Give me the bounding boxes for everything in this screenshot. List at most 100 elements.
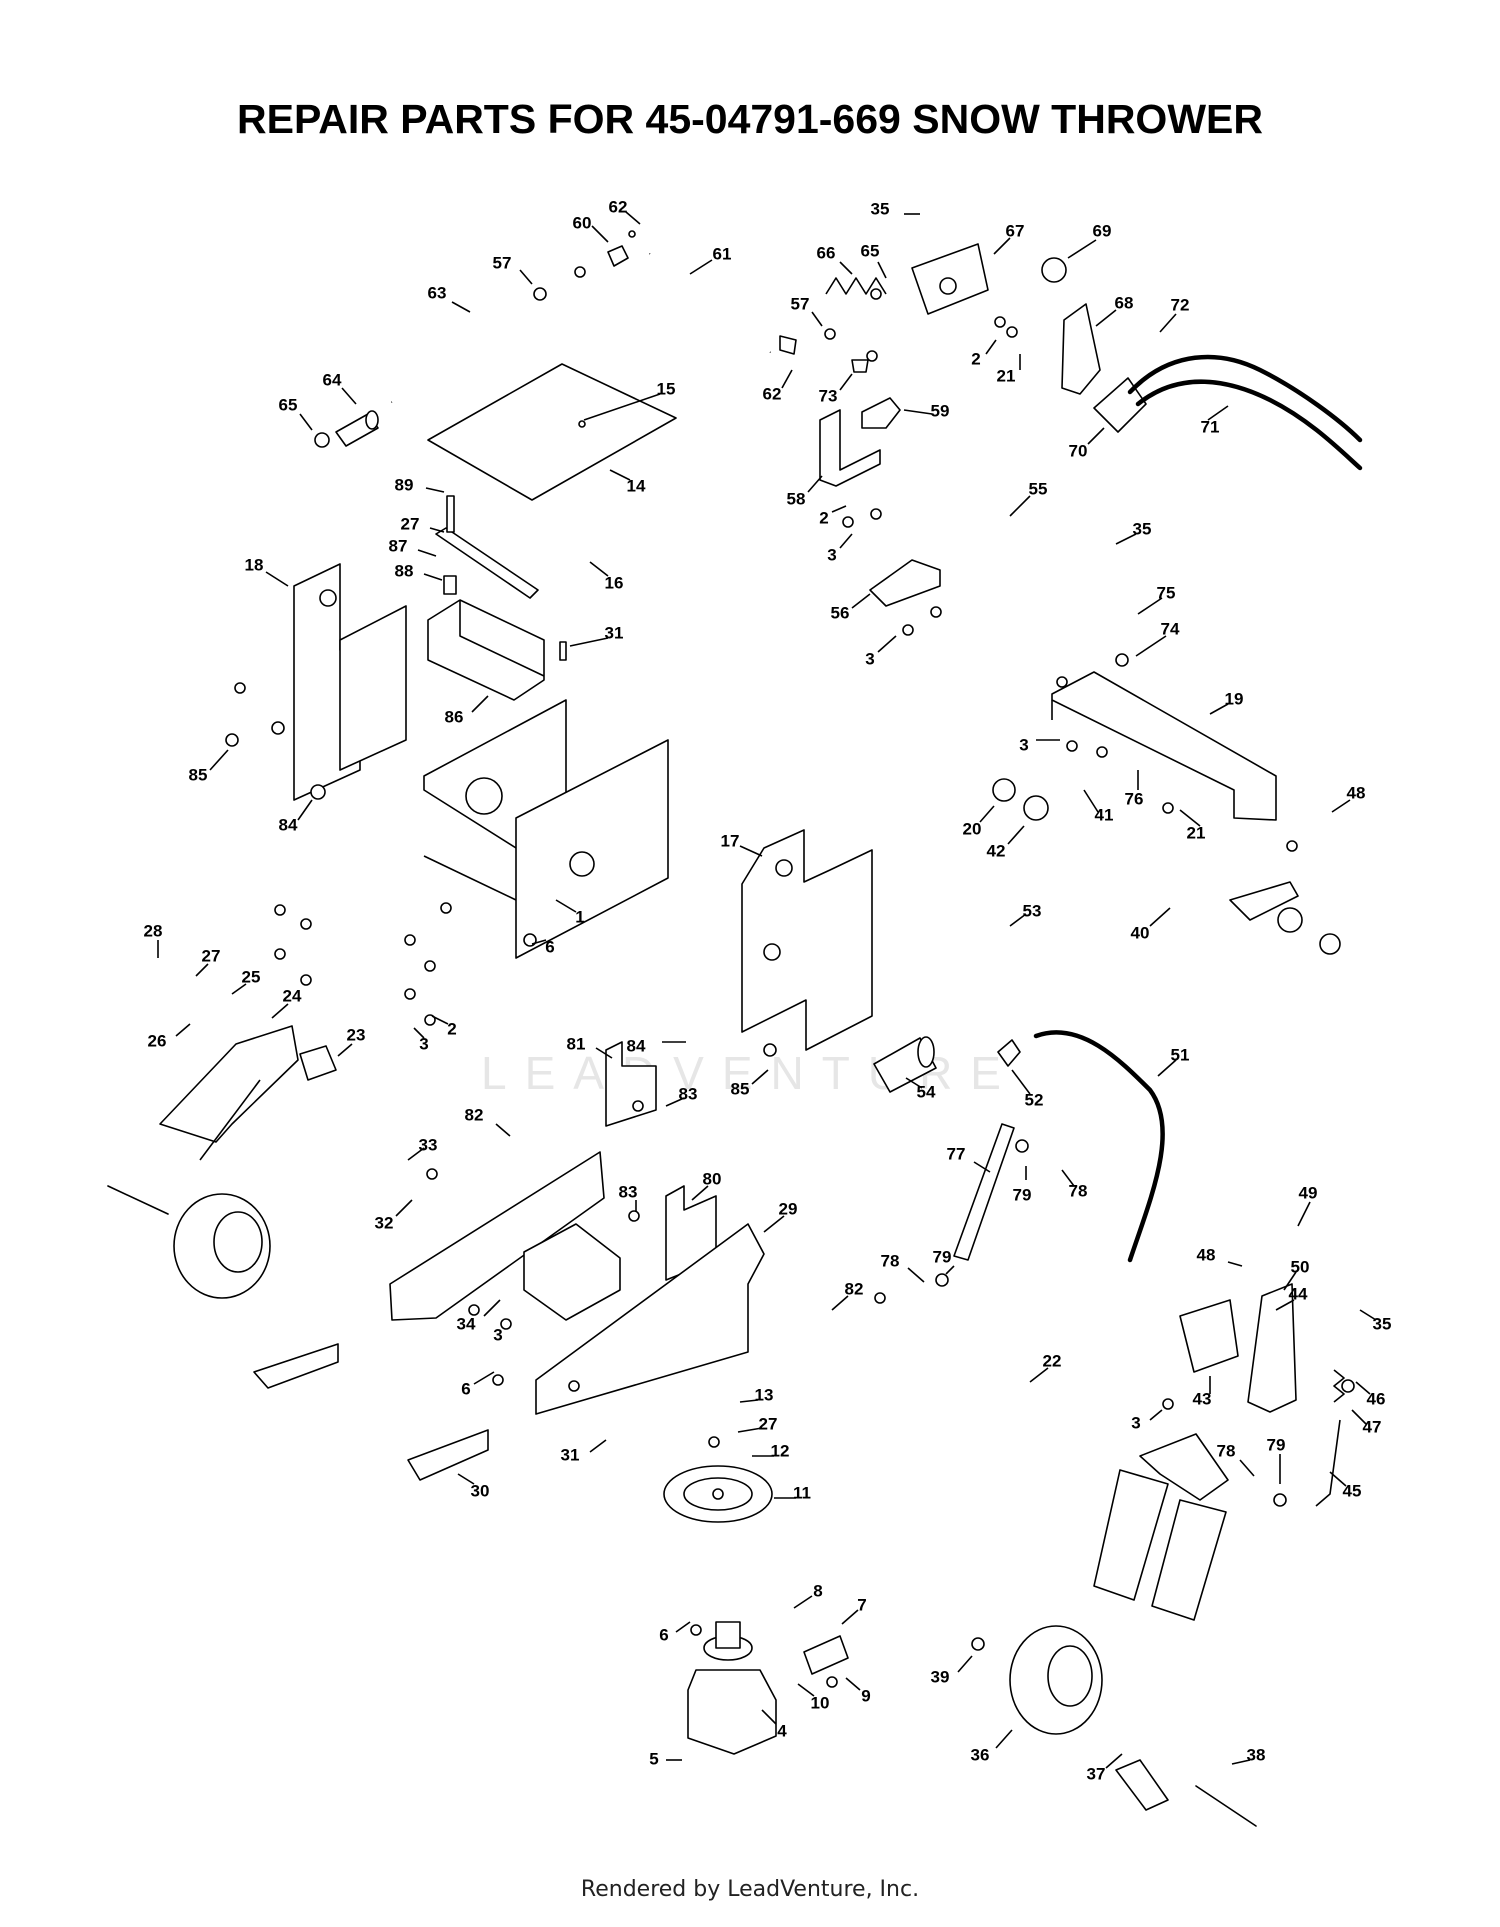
callout-c76: 76 [1125,789,1144,808]
part-62-clip [779,335,797,355]
callout-c82b: 82 [845,1279,864,1298]
part-85-nut-2 [763,1043,777,1057]
part-wheel-left [173,1193,271,1299]
callout-c78a: 78 [1069,1181,1088,1200]
callout-c42: 42 [987,841,1006,860]
callout-c27a: 27 [401,514,420,533]
callout-c67: 67 [1006,221,1025,240]
page-title: REPAIR PARTS FOR 45-04791-669 SNOW THROW… [237,96,1263,142]
part-52-lever [997,1039,1021,1067]
callout-c7: 7 [857,1595,866,1614]
part-60-62-fittings [574,230,636,278]
callout-c35a: 35 [871,199,890,218]
callout-c48a: 48 [1347,783,1366,802]
part-31-bolt [559,641,567,661]
callout-c52: 52 [1025,1090,1044,1109]
callout-c8: 8 [813,1581,822,1600]
part-47-spring [1333,1369,1345,1403]
callout-c71: 71 [1201,417,1220,436]
part-77-link [953,1123,1015,1261]
callout-c70: 70 [1069,441,1088,460]
callout-c78b: 78 [881,1251,900,1270]
callout-c88: 88 [395,561,414,580]
callout-c82a: 82 [465,1105,484,1124]
part-89-bolt [446,495,455,533]
callout-c11: 11 [793,1483,811,1502]
part-20-washer [992,778,1016,802]
callout-c57a: 57 [493,253,512,272]
callout-c31b: 31 [561,1445,580,1464]
callout-c65a: 65 [279,395,298,414]
callout-c20: 20 [963,819,982,838]
part-19-crossmember [1051,671,1277,821]
callout-c27b: 27 [202,946,221,965]
callout-labels: 6260615763646515148927878816183186858435… [144,197,1392,1783]
callout-c37: 37 [1087,1764,1106,1783]
part-29-lower-frame [389,1151,765,1415]
part-22-shaft [903,1327,1229,1621]
part-14-cover-plate [427,363,677,501]
callout-c62a: 62 [609,197,628,216]
part-24-arm [159,1025,299,1161]
part-61-shift-rod [649,252,771,354]
callout-c79a: 79 [1013,1185,1032,1204]
callout-c69: 69 [1093,221,1112,240]
part-51-cable [1033,1030,1165,1263]
callout-c13: 13 [755,1385,774,1404]
fasteners [234,288,1355,1688]
callout-c47: 47 [1363,1417,1382,1436]
part-71-cable [1135,379,1363,471]
callout-c2a: 2 [971,349,980,368]
callout-c59: 59 [931,401,950,420]
callout-c79b: 79 [933,1247,952,1266]
callout-c34: 34 [457,1314,476,1333]
callout-c26: 26 [148,1031,167,1050]
callout-c62b: 62 [763,384,782,403]
callout-c21a: 21 [997,366,1016,385]
part-84-bolt-head [310,784,326,800]
part-59-bracket [861,397,901,429]
callout-c3e: 3 [493,1325,502,1344]
callout-c60: 60 [573,213,592,232]
callout-c54: 54 [917,1082,936,1101]
part-66-spring [825,277,887,295]
callout-c32: 32 [375,1213,394,1232]
part-79-washer-2 [935,1273,949,1287]
part-4-gearbox [687,1621,777,1755]
callout-c44: 44 [1289,1284,1308,1303]
part-68-plate [1061,303,1101,395]
part-17-side-plate [741,829,873,1051]
part-40-shaft [1058,826,1299,928]
callout-c89: 89 [395,475,414,494]
part-67-bracket [911,243,989,315]
callout-c22: 22 [1043,1351,1062,1370]
callout-c5: 5 [649,1749,658,1768]
callout-c73: 73 [819,386,838,405]
callout-c79c: 79 [1267,1435,1286,1454]
callout-c36: 36 [971,1745,990,1764]
callout-c18: 18 [245,555,264,574]
callout-c80: 80 [703,1169,722,1188]
callout-c24: 24 [283,986,302,1005]
callout-c40: 40 [1131,923,1150,942]
part-79-washer [1015,1139,1029,1153]
callout-c46: 46 [1367,1389,1386,1408]
part-30-axle [253,1343,489,1481]
callout-c72: 72 [1171,295,1190,314]
callout-c81: 81 [567,1034,586,1053]
callout-c74: 74 [1161,619,1180,638]
callout-c63: 63 [428,283,447,302]
callout-c16: 16 [605,573,624,592]
callout-c25: 25 [242,967,261,986]
callout-c3c: 3 [1019,735,1028,754]
callout-c75: 75 [1157,583,1176,602]
callout-c6b: 6 [461,1379,470,1398]
part-88-spacer [443,575,457,595]
callout-c41: 41 [1095,805,1114,824]
callout-c58: 58 [787,489,806,508]
leader-lines [157,211,1377,1769]
part-58-bracket [819,409,881,487]
callout-c23: 23 [347,1025,366,1044]
callout-c53: 53 [1023,901,1042,920]
